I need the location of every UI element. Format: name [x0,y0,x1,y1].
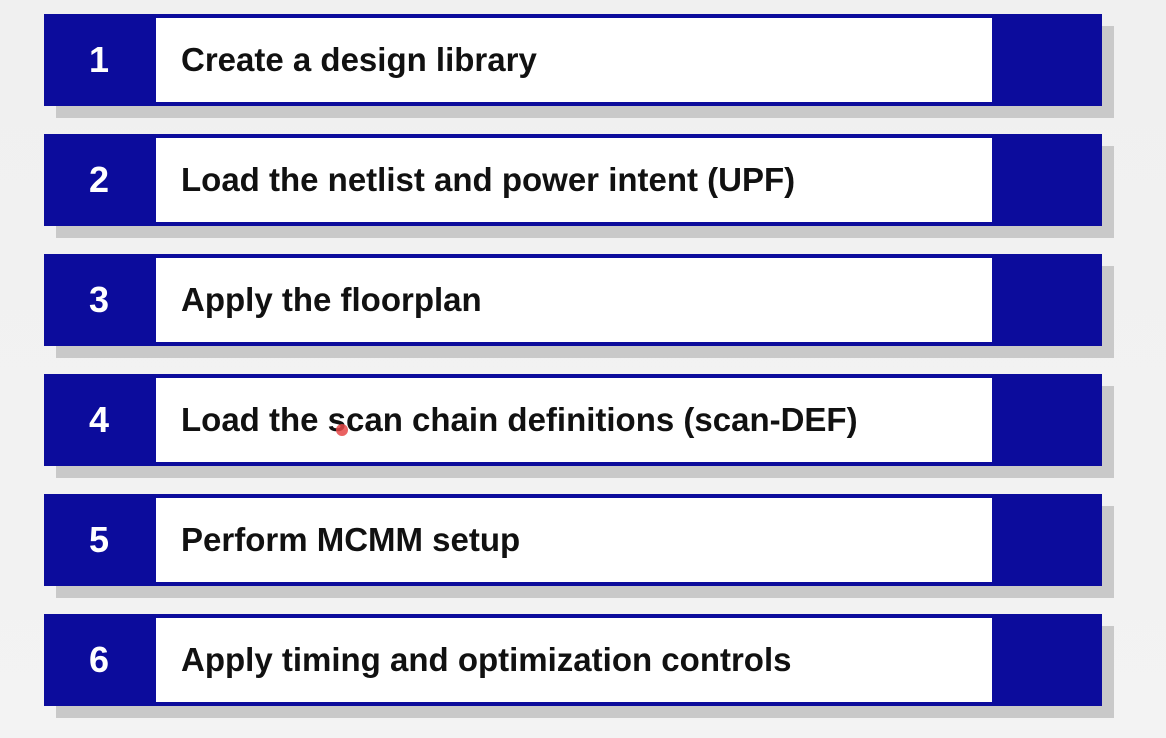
step-number: 2 [88,159,110,200]
step-label: Perform MCMM setup [181,521,521,558]
step-label: Load the netlist and power intent (UPF) [181,161,796,198]
step-bar: 4 Load the scan chain definitions (scan-… [44,374,1102,466]
step-label-box: Apply the floorplan [156,258,992,342]
step-item: 5 Perform MCMM setup [44,494,1114,598]
step-label-box: Load the netlist and power intent (UPF) [156,138,992,222]
step-item: 4 Load the scan chain definitions (scan-… [44,374,1114,478]
step-label-box: Apply timing and optimization controls [156,618,992,702]
step-number: 4 [88,399,110,440]
step-bar: 3 Apply the floorplan [44,254,1102,346]
step-label: Apply timing and optimization controls [181,641,792,678]
step-number: 5 [88,519,110,560]
step-list: 1 Create a design library 2 Load the net… [44,14,1116,718]
step-number: 3 [88,279,110,320]
step-label: Load the scan chain definitions (scan-DE… [181,401,858,438]
step-item: 6 Apply timing and optimization controls [44,614,1114,718]
step-label-box: Load the scan chain definitions (scan-DE… [156,378,992,462]
step-label: Apply the floorplan [181,281,482,318]
step-bar: 2 Load the netlist and power intent (UPF… [44,134,1102,226]
step-number: 1 [88,39,110,80]
step-bar: 5 Perform MCMM setup [44,494,1102,586]
step-item: 3 Apply the floorplan [44,254,1114,358]
step-number: 6 [88,639,110,680]
step-label-box: Create a design library [156,18,992,102]
step-item: 2 Load the netlist and power intent (UPF… [44,134,1114,238]
step-label-box: Perform MCMM setup [156,498,992,582]
step-item: 1 Create a design library [44,14,1114,118]
step-label: Create a design library [181,41,537,78]
step-bar: 6 Apply timing and optimization controls [44,614,1102,706]
step-bar: 1 Create a design library [44,14,1102,106]
